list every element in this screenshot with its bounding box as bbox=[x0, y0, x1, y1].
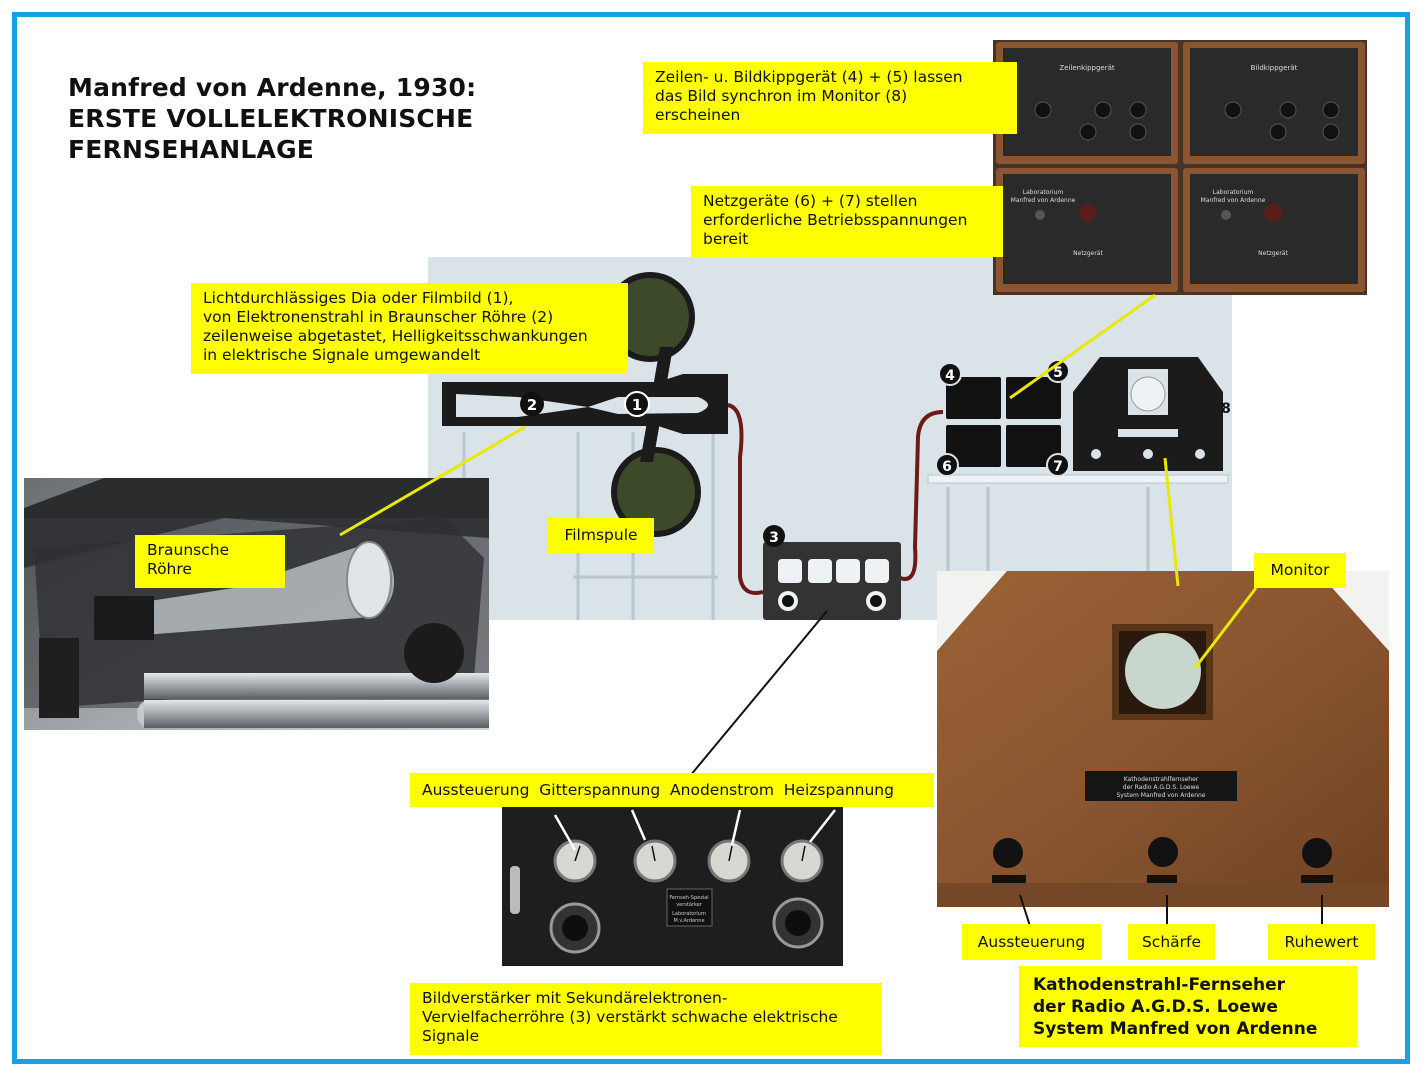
marker-2: 2 bbox=[520, 392, 544, 416]
marker-3: 3 bbox=[763, 525, 785, 547]
label-schaerfe: Schärfe bbox=[1128, 924, 1215, 960]
amplifier-plate bbox=[666, 888, 713, 927]
svg-text:3: 3 bbox=[769, 530, 779, 546]
device-units-illustration: Zeilenkippgerät Bildkippgerät Laboratori… bbox=[993, 40, 1367, 295]
label-monitor: Monitor bbox=[1254, 553, 1346, 588]
kipp-unit-right: Bildkippgerät bbox=[1183, 42, 1365, 164]
amplifier-photo: Fernseh-Spezial verstärker Laboratorium … bbox=[502, 806, 843, 966]
marker-8: 8 bbox=[1221, 401, 1231, 417]
svg-text:Fernseh-Spezial: Fernseh-Spezial bbox=[669, 895, 708, 901]
label-meters: Aussteuerung Gitterspannung Anodenstrom … bbox=[410, 773, 934, 807]
svg-text:4: 4 bbox=[945, 368, 955, 384]
tv-name-plate bbox=[1085, 771, 1237, 801]
svg-text:M.v.Ardenne: M.v.Ardenne bbox=[673, 918, 704, 924]
svg-text:System Manfred von Ardenne: System Manfred von Ardenne bbox=[1117, 792, 1206, 799]
svg-text:Manfred von Ardenne: Manfred von Ardenne bbox=[1011, 197, 1076, 204]
svg-text:Laboratorium: Laboratorium bbox=[1213, 189, 1254, 196]
tv-knobs bbox=[992, 837, 1333, 883]
label-braunsche-roehre: Braunsche Röhre bbox=[135, 535, 285, 588]
marker-1: 1 bbox=[624, 391, 650, 417]
film-reel-bottom bbox=[611, 447, 701, 537]
marker-6: 6 bbox=[935, 453, 959, 477]
shelf bbox=[927, 474, 1229, 484]
svg-text:Manfred von Ardenne: Manfred von Ardenne bbox=[1201, 197, 1266, 204]
svg-text:1: 1 bbox=[632, 396, 642, 414]
label-dia: Lichtdurchlässiges Dia oder Filmbild (1)… bbox=[191, 283, 628, 374]
svg-text:der Radio A.G.D.S. Loewe: der Radio A.G.D.S. Loewe bbox=[1123, 784, 1200, 791]
device-blocks bbox=[946, 377, 1061, 467]
svg-text:verstärker: verstärker bbox=[676, 902, 703, 908]
netz-unit-right: Laboratorium Manfred von Ardenne Netzger… bbox=[1183, 168, 1365, 292]
svg-text:Laboratorium: Laboratorium bbox=[1023, 189, 1064, 196]
svg-text:2: 2 bbox=[527, 396, 537, 414]
svg-text:Netzgerät: Netzgerät bbox=[1073, 250, 1103, 257]
netz-unit-left: Laboratorium Manfred von Ardenne Netzger… bbox=[996, 168, 1178, 292]
label-netzgeraete: Netzgeräte (6) + (7) stellen erforderlic… bbox=[691, 186, 1003, 257]
svg-text:Netzgerät: Netzgerät bbox=[1258, 250, 1288, 257]
label-aussteuerung: Aussteuerung bbox=[962, 924, 1101, 960]
cable-left bbox=[727, 403, 764, 595]
svg-text:Zeilenkippgerät: Zeilenkippgerät bbox=[1059, 64, 1115, 72]
kipp-unit-left: Zeilenkippgerät bbox=[996, 42, 1178, 164]
label-kippgeraet: Zeilen- u. Bildkippgerät (4) + (5) lasse… bbox=[643, 62, 1017, 134]
label-filmspule: Filmspule bbox=[548, 518, 654, 553]
schematic-diagram: 2 1 3 bbox=[442, 272, 1231, 620]
cable-right bbox=[897, 410, 944, 581]
amplifier-handle bbox=[510, 866, 520, 914]
svg-text:5: 5 bbox=[1053, 365, 1063, 381]
tv-screen bbox=[1125, 633, 1201, 709]
amplifier-illustration: Fernseh-Spezial verstärker Laboratorium … bbox=[502, 806, 843, 966]
device-units-photo: Zeilenkippgerät Bildkippgerät Laboratori… bbox=[993, 40, 1367, 295]
svg-text:Laboratorium: Laboratorium bbox=[672, 911, 706, 917]
svg-text:6: 6 bbox=[942, 459, 952, 475]
title-line-2: ERSTE VOLLELEKTRONISCHE bbox=[68, 104, 474, 133]
title-line-1: Manfred von Ardenne, 1930: bbox=[68, 73, 477, 102]
tv-cabinet-photo: Kathodenstrahlfernseher der Radio A.G.D.… bbox=[937, 571, 1389, 907]
marker-4: 4 bbox=[938, 362, 962, 386]
marker-7: 7 bbox=[1046, 453, 1070, 477]
svg-text:7: 7 bbox=[1053, 459, 1063, 475]
label-ruhewert: Ruhewert bbox=[1268, 924, 1375, 960]
tv-cabinet-illustration: Kathodenstrahlfernseher der Radio A.G.D.… bbox=[937, 571, 1389, 907]
page-title: Manfred von Ardenne, 1930: ERSTE VOLLELE… bbox=[68, 72, 476, 165]
svg-text:Kathodenstrahlfernseher: Kathodenstrahlfernseher bbox=[1124, 776, 1199, 783]
label-kathodenstrahl: Kathodenstrahl-Fernseher der Radio A.G.D… bbox=[1019, 966, 1357, 1047]
amplifier-box bbox=[763, 542, 901, 620]
monitor-schematic bbox=[1073, 357, 1223, 471]
label-bildverstaerker: Bildverstärker mit Sekundärelektronen- V… bbox=[410, 983, 882, 1055]
title-line-3: FERNSEHANLAGE bbox=[68, 135, 315, 164]
svg-text:8: 8 bbox=[1221, 401, 1231, 417]
svg-text:Bildkippgerät: Bildkippgerät bbox=[1251, 64, 1298, 72]
